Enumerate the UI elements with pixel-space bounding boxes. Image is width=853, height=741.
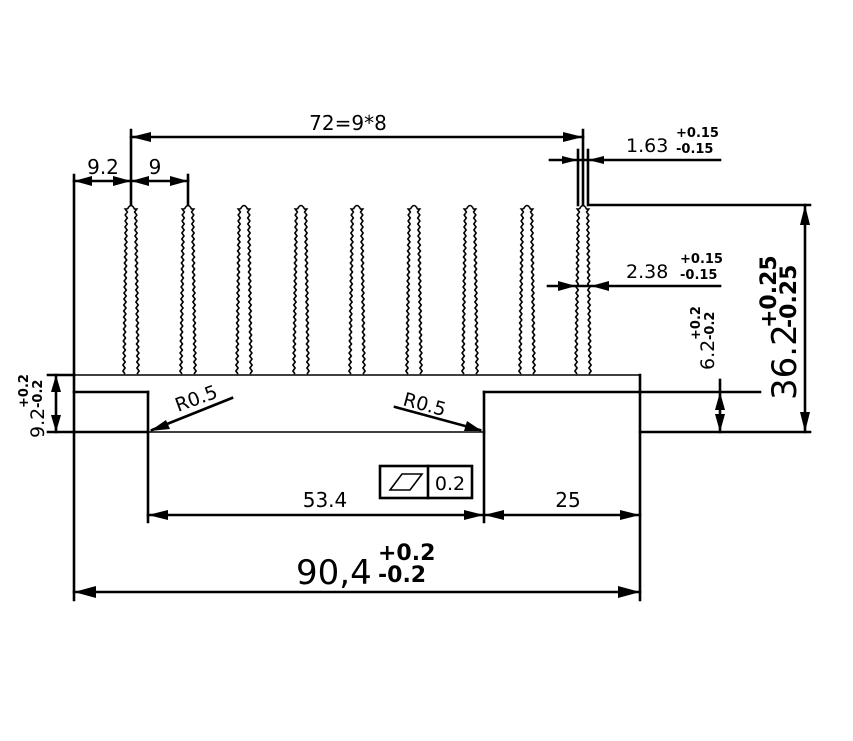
tol-overall-width-plus: +0.2 [378,541,435,566]
fin-8 [517,204,537,375]
dim-first-fin: 9.2 9 [72,155,190,377]
tol-overall-height-minus: -0.25 [777,265,802,328]
label-flatness-value: 0.2 [435,473,465,495]
tol-base-step-plus: +0.2 [689,306,704,340]
fin-1 [121,204,141,375]
dim-fillet-left: R0.5 [150,381,234,432]
tol-fin-root-plus: +0.15 [680,252,723,267]
label-fin-pitch: 9 [149,155,162,179]
label-base-height: 9.2 [27,408,49,438]
dim-overall-width: 90,4 +0.2 -0.2 [72,541,642,598]
label-slot-width: 53.4 [303,488,348,512]
tol-base-height-minus: -0.2 [31,380,46,408]
parallelogram-flatness-icon [388,473,424,491]
fin-3 [234,204,254,375]
label-fillet-right: R0.5 [401,389,449,421]
fin-6 [404,204,424,375]
dim-overall-height: 36.2 +0.25 -0.25 [588,203,812,434]
dim-fin-pitch-total: 72=9*8 [129,111,585,207]
dim-fillet-right: R0.5 [393,389,482,432]
tol-overall-height-plus: +0.25 [757,255,782,328]
label-right-flange-width: 25 [555,488,580,512]
label-fin-pitch-total: 72=9*8 [309,111,387,135]
fin-2 [178,204,198,375]
dim-base-height: 9.2 +0.2 -0.2 [17,373,150,438]
label-fin-root-width: 2.38 [626,261,668,283]
fin-4 [291,204,311,375]
heatsink-fins [121,204,593,375]
label-first-fin-offset: 9.2 [87,155,119,179]
label-overall-height: 36.2 [765,324,805,400]
tol-fin-root-minus: -0.15 [680,268,717,283]
dim-base-step-height: 6.2 +0.2 -0.2 [638,306,762,434]
heatsink-body [72,373,642,602]
fin-7 [460,204,480,375]
label-fin-tip-width: 1.63 [626,135,668,157]
fin-5 [347,204,367,375]
tol-overall-width-minus: -0.2 [378,563,426,588]
dim-slot-and-flange: 53.4 25 [146,430,642,524]
label-overall-width: 90,4 [296,553,372,593]
fin-9 [573,204,593,375]
tol-fin-tip-plus: +0.15 [676,126,719,141]
dim-fin-tip-width: 1.63 +0.15 -0.15 [548,126,722,207]
dim-fin-root-width: 2.38 +0.15 -0.15 [546,252,723,291]
flatness-tolerance-frame: 0.2 [378,464,474,500]
tol-base-step-minus: -0.2 [703,312,718,340]
tol-fin-tip-minus: -0.15 [676,142,713,157]
label-base-step-height: 6.2 [697,340,719,370]
tol-base-height-plus: +0.2 [17,374,32,408]
